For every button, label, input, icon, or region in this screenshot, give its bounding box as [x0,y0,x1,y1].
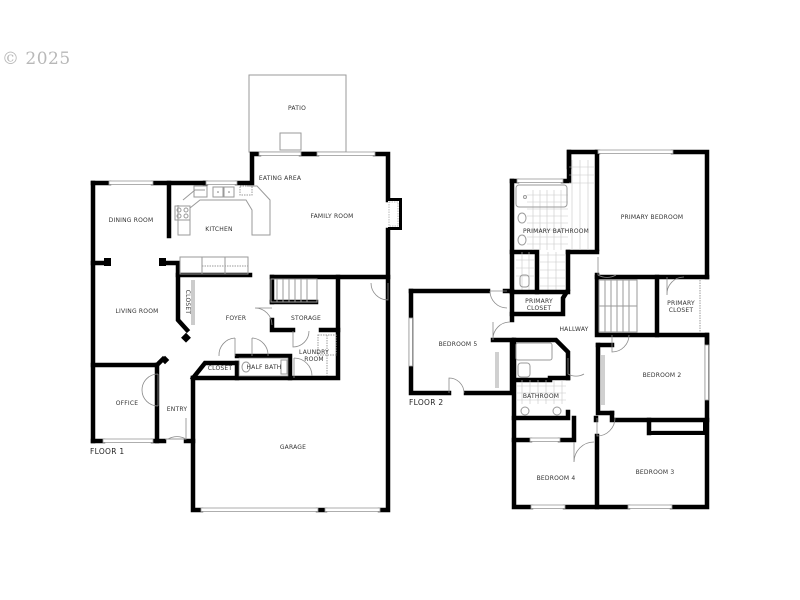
window [704,344,709,401]
garage-door [324,507,381,512]
room-label-patio: PATIO [288,105,306,112]
primary-bath-tiles [516,160,595,290]
window [316,151,376,156]
window [516,178,564,183]
copyright-watermark: © 2025 [2,49,71,69]
bathtub-icon [515,342,553,361]
room-label-foyer: FOYER [226,315,246,322]
floor-1-plan: PATIO EATING AREA FAMILY ROOM DINING ROO… [90,74,402,513]
room-label-kitchen: KITCHEN [205,226,232,233]
sink-icon [520,406,530,416]
floor-1-walls [90,151,391,513]
staircase [598,279,638,333]
room-label-primary-closet-left: PRIMARY [525,298,553,305]
staircase [270,278,318,303]
patio-step [279,132,302,151]
room-label-primary-closet-right-line2: CLOSET [669,307,694,314]
doors-floor-2 [448,257,685,463]
window [627,504,673,509]
floor-2-plan: PRIMARY BEDROOM PRIMARY BATHROOM PRIMARY… [408,149,710,510]
sink-icon [552,406,562,416]
fridge-icon [193,185,208,198]
sink-icon [212,186,224,198]
room-label-primary-bedroom: PRIMARY BEDROOM [621,214,684,221]
kitchen-counters [174,185,271,275]
room-label-laundry-line2: ROOM [304,356,324,363]
room-label-primary-bathroom: PRIMARY BATHROOM [523,228,589,235]
room-label-family-room: FAMILY ROOM [310,213,353,220]
room-label-bedroom-5: BEDROOM 5 [439,341,478,348]
floor-2-walls [408,149,710,510]
room-label-bedroom-4: BEDROOM 4 [537,475,576,482]
garage-door [200,507,319,512]
window [258,151,302,156]
window [597,149,674,154]
patio-outline [248,74,347,153]
room-label-living-room: LIVING ROOM [115,308,158,315]
room-label-storage: STORAGE [291,315,321,322]
window [530,504,566,509]
room-label-entry: ENTRY [167,406,188,413]
room-label-primary-closet-left-line2: CLOSET [527,305,552,312]
room-label-bathroom: BATHROOM [523,393,559,400]
window [408,317,413,367]
room-label-half-bath: HALF BATH [246,364,281,371]
room-label-hallway: HALLWAY [559,326,588,333]
bathtub-icon [515,184,568,208]
fireplace-icon [388,201,399,227]
room-label-closet-living: CLOSET [184,290,191,315]
window [108,180,154,185]
room-label-eating-area: EATING AREA [259,175,302,182]
doors-floor-1 [141,282,389,440]
sink-icon [517,212,527,224]
sink-icon [517,234,527,246]
room-label-primary-closet-right: PRIMARY [667,300,695,307]
room-label-bedroom-2: BEDROOM 2 [643,372,682,379]
room-label-garage: GARAGE [280,444,306,451]
room-label-closet-foyer: CLOSET [208,365,233,372]
window [102,438,154,443]
room-label-laundry: LAUNDRY [299,349,329,356]
room-label-dining-room: DINING ROOM [109,217,154,224]
floor-2-label: FLOOR 2 [409,398,444,407]
room-label-bedroom-3: BEDROOM 3 [636,469,675,476]
stove-icon [174,205,191,221]
toilet-icon [519,274,530,288]
floor-1-label: FLOOR 1 [90,447,125,456]
window [205,180,238,185]
window [529,437,561,442]
toilet-icon [517,362,531,378]
room-label-office: OFFICE [116,400,139,407]
